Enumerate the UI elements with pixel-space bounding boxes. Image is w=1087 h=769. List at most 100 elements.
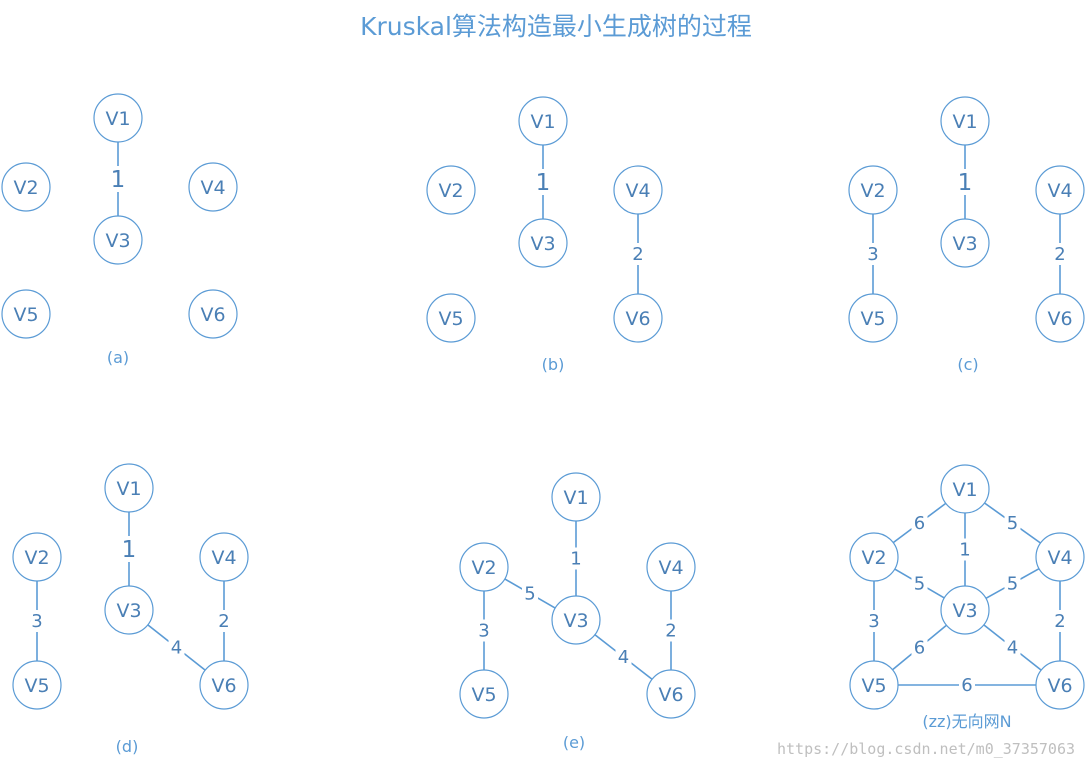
node-v1: V1 — [940, 96, 990, 146]
node-circle — [199, 660, 249, 710]
node-circle — [613, 165, 663, 215]
panel-caption: (d) — [116, 737, 139, 756]
node-circle — [426, 293, 476, 343]
node-v1: V1 — [518, 96, 568, 146]
node-circle — [551, 472, 601, 522]
node-label: V2 — [438, 180, 463, 202]
node-circle — [551, 595, 601, 645]
node-v1: V1 — [551, 472, 601, 522]
node-circle — [646, 542, 696, 592]
edge-weight-background — [959, 674, 975, 696]
node-v3: V3 — [93, 215, 143, 265]
node-label: V4 — [658, 557, 683, 579]
node-label: V6 — [200, 304, 225, 326]
node-circle — [1035, 165, 1085, 215]
edge-weight-background — [522, 582, 538, 605]
node-v3: V3 — [940, 218, 990, 268]
node-v1: V1 — [940, 464, 990, 514]
edge-weight-background — [29, 610, 45, 632]
node-circle — [1, 162, 51, 212]
watermark-text: https://blog.csdn.net/m0_37357063 — [777, 740, 1075, 758]
node-v1: V1 — [104, 463, 154, 513]
edge-weight-background — [911, 636, 928, 659]
edge-weight-label: 6 — [961, 675, 972, 696]
edge-weight-label: 1 — [570, 549, 581, 570]
node-label: V5 — [860, 308, 885, 330]
node-v2: V2 — [459, 542, 509, 592]
node-label: V5 — [861, 675, 886, 697]
node-label: V3 — [116, 600, 141, 622]
node-circle — [1035, 293, 1085, 343]
node-circle — [940, 218, 990, 268]
node-circle — [848, 293, 898, 343]
node-v2: V2 — [848, 165, 898, 215]
edge-weight-background — [615, 646, 632, 668]
node-v6: V6 — [1035, 660, 1085, 710]
node-circle — [849, 660, 899, 710]
node-circle — [1035, 532, 1085, 582]
node-v6: V6 — [613, 293, 663, 343]
edge-weight-label: 6 — [914, 513, 925, 534]
node-label: V2 — [861, 547, 886, 569]
node-v6: V6 — [646, 669, 696, 719]
node-label: V4 — [1047, 547, 1072, 569]
edge-weight-background — [120, 536, 138, 562]
node-v6: V6 — [188, 289, 238, 339]
edge-weight-label: 5 — [914, 574, 925, 595]
node-label: V1 — [563, 487, 588, 509]
node-circle — [518, 96, 568, 146]
edge-weight-background — [957, 538, 973, 561]
edge-weight-label: 6 — [914, 638, 925, 659]
node-v1: V1 — [93, 93, 143, 143]
edge-weight-background — [1052, 610, 1068, 632]
edge-weight-label: 2 — [665, 621, 676, 642]
node-circle — [848, 165, 898, 215]
node-v6: V6 — [1035, 293, 1085, 343]
node-label: V4 — [625, 180, 650, 202]
edge-weight-label: 1 — [959, 540, 970, 561]
node-label: V3 — [105, 230, 130, 252]
edge-weight-background — [168, 636, 185, 659]
node-v2: V2 — [1, 162, 51, 212]
node-label: V3 — [530, 233, 555, 255]
node-circle — [1, 289, 51, 339]
node-circle — [849, 532, 899, 582]
node-label: V6 — [211, 675, 236, 697]
edge-weight-background — [663, 619, 679, 642]
node-circle — [1035, 660, 1085, 710]
node-circle — [940, 96, 990, 146]
edge-weight-background — [1004, 572, 1021, 595]
node-circle — [104, 463, 154, 513]
node-circle — [12, 660, 62, 710]
edge-weight-label: 4 — [171, 638, 182, 659]
node-circle — [459, 542, 509, 592]
node-label: V5 — [471, 684, 496, 706]
node-circle — [518, 218, 568, 268]
node-v5: V5 — [12, 660, 62, 710]
node-label: V1 — [116, 478, 141, 500]
node-label: V2 — [471, 557, 496, 579]
node-v5: V5 — [849, 660, 899, 710]
node-label: V6 — [658, 684, 683, 706]
edge-weight-background — [630, 243, 646, 265]
edge-weight-label: 3 — [31, 611, 42, 632]
node-v4: V4 — [199, 532, 249, 582]
node-label: V1 — [530, 111, 555, 133]
node-label: V6 — [1047, 308, 1072, 330]
edge-weight-background — [1004, 636, 1021, 659]
edge-weight-label: 4 — [1007, 638, 1018, 659]
edge-weight-label: 4 — [618, 647, 629, 668]
edge-weight-background — [1052, 243, 1068, 265]
panel-caption: (zz)无向网N — [922, 712, 1011, 731]
node-v3: V3 — [551, 595, 601, 645]
node-circle — [613, 293, 663, 343]
node-circle — [12, 532, 62, 582]
node-label: V2 — [860, 180, 885, 202]
node-label: V3 — [952, 600, 977, 622]
edge-weight-label: 3 — [867, 244, 878, 265]
edge-weight-label: 5 — [524, 584, 535, 605]
